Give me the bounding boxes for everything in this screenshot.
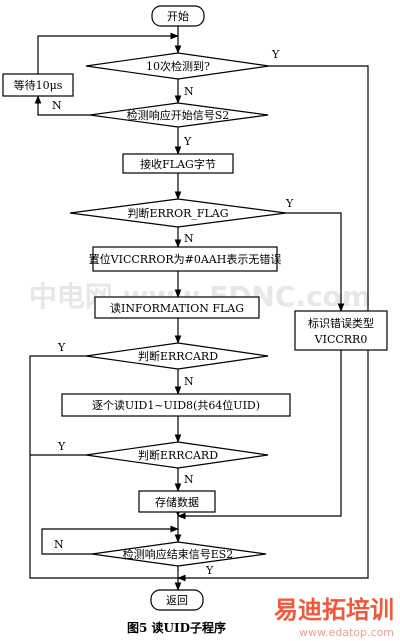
process-store-data: 存储数据: [138, 490, 216, 513]
svg-text:接收FLAG字节: 接收FLAG字节: [140, 157, 216, 171]
label-detect-yes: Y: [183, 135, 192, 148]
decision-errcard-1: 判断ERRCARD: [85, 342, 269, 370]
decision-detect-end: 检测响应结束信号ES2: [91, 541, 267, 567]
svg-text:判断ERROR_FLAG: 判断ERROR_FLAG: [127, 206, 228, 220]
label-es2-no: N: [54, 538, 64, 551]
connectors: [29, 26, 369, 591]
arrow-detect-no-to-wait: [34, 95, 90, 116]
edatop-logo-watermark: 易迪拓培训 www.edatop.com: [274, 596, 394, 639]
label-es2-yes: Y: [205, 564, 214, 577]
start-node: 开始: [151, 5, 205, 27]
edge-labels: Y N N Y Y N Y N Y N N Y: [52, 48, 294, 577]
process-mark-error: 标识错误类型 VICCRR0: [294, 310, 388, 351]
svg-text:检测响应结束信号ES2: 检测响应结束信号ES2: [123, 547, 234, 561]
label-errorflag-no: N: [184, 232, 194, 245]
svg-text:读INFORMATION FLAG: 读INFORMATION FLAG: [110, 301, 244, 315]
svg-text:易迪拓培训: 易迪拓培训: [274, 596, 394, 624]
figure-caption: 图5 读UID子程序: [127, 620, 226, 635]
label-check-no: N: [184, 85, 194, 98]
label-check-yes: Y: [271, 48, 280, 61]
svg-text:VICCRR0: VICCRR0: [314, 333, 368, 346]
label-errorflag-yes: Y: [285, 197, 294, 210]
svg-text:判断ERRCARD: 判断ERRCARD: [138, 448, 218, 462]
svg-text:返回: 返回: [166, 594, 188, 607]
label-errcard2-no: N: [184, 473, 194, 486]
label-detect-no: N: [52, 99, 62, 112]
decision-errcard-2: 判断ERRCARD: [85, 441, 269, 469]
process-set-viccrror: 置位VICCRROR为#0AAH表示无错误: [89, 246, 282, 272]
process-wait: 等待10μs: [2, 73, 74, 97]
label-errcard1-no: N: [184, 375, 194, 388]
svg-text:开始: 开始: [167, 9, 189, 23]
process-receive-flag: 接收FLAG字节: [122, 153, 234, 174]
decision-error-flag: 判断ERROR_FLAG: [69, 198, 287, 228]
svg-text:检测响应开始信号S2: 检测响应开始信号S2: [127, 108, 230, 122]
arrow-errcard1-yes-left: [29, 355, 178, 579]
decision-check-10: 10次检测到?: [85, 52, 270, 80]
svg-text:判断ERRCARD: 判断ERRCARD: [138, 349, 218, 363]
arrow-errorflag-yes-to-mark: [286, 212, 345, 312]
return-node: 返回: [150, 589, 204, 611]
svg-text:等待10μs: 等待10μs: [14, 78, 63, 92]
svg-text:置位VICCRROR为#0AAH表示无错误: 置位VICCRROR为#0AAH表示无错误: [89, 252, 282, 266]
label-errcard1-yes: Y: [57, 341, 66, 354]
decision-detect-start: 检测响应开始信号S2: [89, 102, 269, 128]
process-read-uid: 逐个读UID1~UID8(共64位UID): [61, 393, 291, 417]
svg-text:标识错误类型: 标识错误类型: [308, 316, 374, 330]
arrow-es2-no-loop: [41, 525, 179, 555]
arrow-mark-to-junction: [177, 350, 342, 520]
svg-text:逐个读UID1~UID8(共64位UID): 逐个读UID1~UID8(共64位UID): [92, 398, 260, 412]
arrow-wait-to-loop: [37, 32, 179, 74]
process-read-info-flag: 读INFORMATION FLAG: [94, 296, 260, 319]
svg-text:10次检测到?: 10次检测到?: [146, 59, 210, 73]
label-errcard2-yes: Y: [57, 440, 66, 453]
svg-text:www.edatop.com: www.edatop.com: [299, 626, 394, 639]
svg-text:存储数据: 存储数据: [155, 495, 199, 509]
